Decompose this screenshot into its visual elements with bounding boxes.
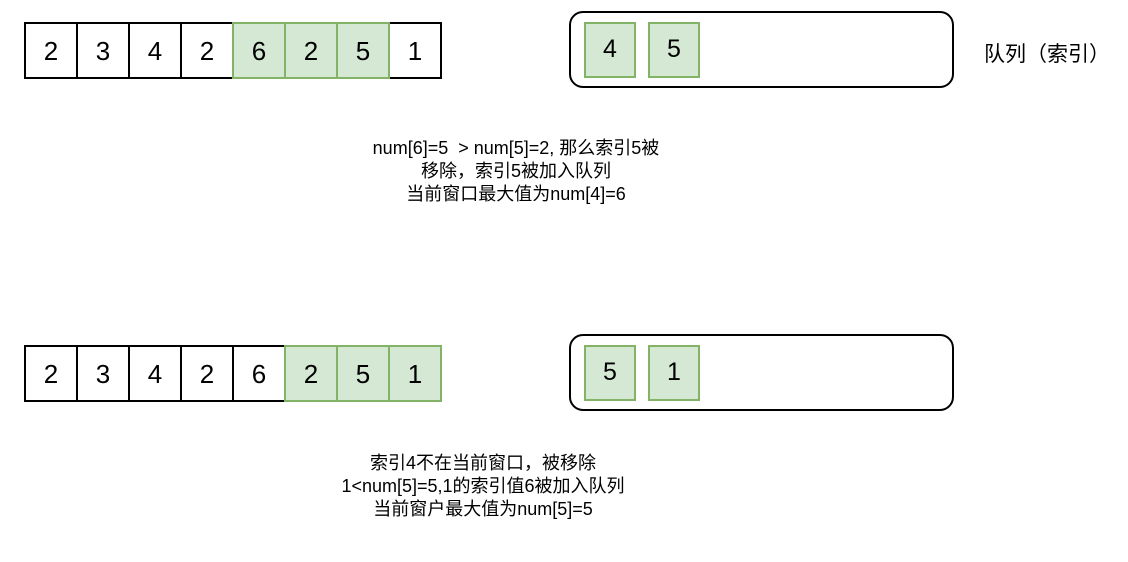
caption-line: 移除，索引5被加入队列 — [420, 161, 611, 181]
queue-item: 5 — [584, 344, 636, 401]
array-cell: 5 — [336, 22, 390, 79]
caption-line: 索引4不在当前窗口，被移除 — [369, 453, 596, 473]
caption-bottom: 索引4不在当前窗口，被移除 1<num[5]=5,1的索引值6被加入队列 当前窗… — [261, 452, 705, 521]
queue-item: 4 — [584, 21, 636, 78]
array-cell: 2 — [284, 22, 338, 79]
array-cell: 1 — [388, 345, 442, 402]
array-cell: 3 — [76, 345, 130, 402]
caption-line: 当前窗户最大值为num[5]=5 — [373, 499, 593, 519]
array-cell: 2 — [180, 22, 234, 79]
queue-label: 队列（索引） — [984, 43, 1110, 66]
array-cell: 5 — [336, 345, 390, 402]
array-cell: 6 — [232, 345, 286, 402]
queue-item: 1 — [648, 344, 700, 401]
array-cell: 2 — [24, 22, 78, 79]
caption-line: 当前窗口最大值为num[4]=6 — [406, 184, 626, 204]
array-cell: 6 — [232, 22, 286, 79]
caption-top: num[6]=5 > num[5]=2, 那么索引5被 移除，索引5被加入队列 … — [299, 137, 733, 206]
array-cell: 4 — [128, 345, 182, 402]
array-cell: 1 — [388, 22, 442, 79]
array-cell: 4 — [128, 22, 182, 79]
queue-item: 5 — [648, 21, 700, 78]
array-cell: 2 — [180, 345, 234, 402]
caption-line: num[6]=5 > num[5]=2, 那么索引5被 — [372, 138, 660, 158]
array-cell: 3 — [76, 22, 130, 79]
array-cell: 2 — [284, 345, 338, 402]
caption-line: 1<num[5]=5,1的索引值6被加入队列 — [341, 476, 625, 496]
array-cell: 2 — [24, 345, 78, 402]
